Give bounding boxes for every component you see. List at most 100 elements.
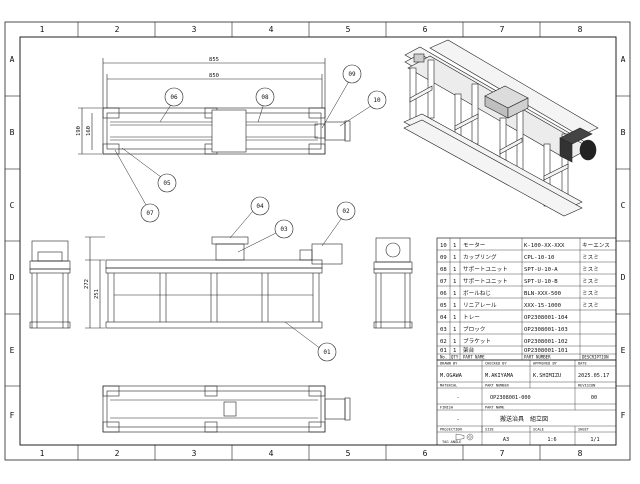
label-date: DATE <box>578 362 587 366</box>
bom-part: XXX-15-1000 <box>524 303 561 309</box>
zone-col-label: 8 <box>578 25 583 34</box>
bom-header: No. QTY PART NAME PART NUMBER DESCRIPTIO… <box>440 355 609 360</box>
bom-no: 03 <box>440 327 447 333</box>
balloon-label: 10 <box>373 97 381 104</box>
label-drawn-by: DRAWN BY <box>440 362 458 366</box>
bom-no: 06 <box>440 291 447 297</box>
label-approved-by: APPROVED BY <box>533 362 558 366</box>
balloon-label: 09 <box>348 71 356 78</box>
bom-qty: 1 <box>453 315 456 321</box>
zone-row-label: C <box>10 201 15 210</box>
label-material: MATERIAL <box>440 384 457 388</box>
bom-name: サポートユニット <box>463 265 508 273</box>
bom-row: 05 1 リニアレール XXX-15-1000 ミスミ <box>440 302 599 309</box>
bom-qty: 1 <box>453 279 456 285</box>
dim-depth-inner: 160 <box>86 126 92 136</box>
label-size: SIZE <box>485 428 494 432</box>
bom-no: 02 <box>440 339 447 345</box>
bom-name: リニアレール <box>463 302 497 309</box>
bom-row: 10 1 モーター K-100-XX-XXX キーエンス <box>440 241 610 249</box>
bom-qty: 1 <box>453 327 456 333</box>
part-number-value: OP2308001-000 <box>490 395 531 401</box>
bom-maker: ミスミ <box>582 290 599 297</box>
bom-row: 04 1 トレー OP2308001-104 <box>440 315 568 321</box>
zone-row-label: E <box>621 346 626 355</box>
dim-height-overall: 272 <box>84 279 90 289</box>
balloon-07: 07 <box>140 203 160 223</box>
bom-name: トレー <box>463 315 480 321</box>
bom-row: 01 1 架台 OP2308001-101 <box>440 346 568 354</box>
balloon-label: 08 <box>261 94 269 101</box>
bom-row: 06 1 ボールねじ BLN-XXX-500 ミスミ <box>440 289 599 297</box>
revision-value: 00 <box>591 395 597 401</box>
balloon-05: 05 <box>157 173 177 193</box>
label-checked-by: CHECKED BY <box>485 362 507 366</box>
zone-row-label: F <box>10 411 15 420</box>
bom-part: OP2308001-102 <box>524 339 568 345</box>
bom-part: CPL-10-10 <box>524 255 554 261</box>
projection-symbol <box>455 433 474 441</box>
bom-part: OP2308001-104 <box>524 315 568 321</box>
bom-header-no: No. <box>440 355 447 360</box>
label-part-name: PART NAME <box>485 406 504 410</box>
balloon-label: 07 <box>146 210 154 217</box>
bom-row: 07 1 サポートユニット SPT-U-10-B ミスミ <box>440 277 599 285</box>
dim-inner-length: 850 <box>209 73 219 79</box>
zone-col-label: 3 <box>192 25 197 34</box>
isometric-view <box>403 39 599 217</box>
part-name-value: 搬送治具 組立図 <box>500 415 548 423</box>
bom-header-qty: QTY <box>451 355 459 360</box>
bom-name: ボールねじ <box>463 289 491 297</box>
bom-part: BLN-XXX-500 <box>524 291 561 297</box>
label-sheet: SHEET <box>578 428 590 432</box>
zone-row-label: F <box>621 411 626 420</box>
zone-row-label: A <box>621 55 626 64</box>
zone-row-label: A <box>10 55 15 64</box>
bom-part: SPT-U-10-A <box>524 267 558 273</box>
bom-row: 08 1 サポートユニット SPT-U-10-A ミスミ <box>440 265 599 273</box>
zone-col-label: 7 <box>500 25 505 34</box>
label-projection: PROJECTION <box>440 428 462 432</box>
outer-border <box>4 21 631 461</box>
label-part-number: PART NUMBER <box>485 384 510 388</box>
bom-header-maker: DESCRIPTION <box>582 355 609 360</box>
bom-maker: ミスミ <box>582 266 599 273</box>
zone-col-label: 8 <box>578 449 583 458</box>
zone-col-label: 5 <box>346 25 351 34</box>
zone-col-label: 2 <box>115 449 120 458</box>
bom-name: 架台 <box>463 346 475 354</box>
zone-row-label: B <box>621 128 626 137</box>
bom-part: K-100-XX-XXX <box>524 243 565 249</box>
bom-qty: 1 <box>453 339 456 345</box>
bom-qty: 1 <box>453 291 456 297</box>
bom-name: モーター <box>463 241 486 249</box>
left-side-view <box>29 240 71 329</box>
front-view <box>85 236 343 329</box>
bom-qty: 1 <box>453 303 456 309</box>
top-view <box>78 58 351 155</box>
zone-col-label: 5 <box>346 449 351 458</box>
bom-name: サポートユニット <box>463 277 508 285</box>
balloon-label: 05 <box>163 180 171 187</box>
bom-name: カップリング <box>463 253 497 261</box>
zone-col-label: 1 <box>40 449 45 458</box>
balloon-label: 06 <box>170 94 178 101</box>
drawn-by: M.OGAWA <box>440 373 463 379</box>
bom-row: 03 1 ブロック OP2308001-103 <box>440 325 568 333</box>
drawing-date: 2025.05.17 <box>578 373 609 379</box>
approved-by: K.SHIMIZU <box>533 373 561 379</box>
balloon-01: 01 <box>317 342 337 362</box>
zone-row-label: B <box>10 128 15 137</box>
balloon-label: 04 <box>256 203 264 210</box>
bom-maker: ミスミ <box>582 254 599 261</box>
zone-labels: 1 2 3 4 5 6 7 8 1 2 3 4 5 6 7 8 A B C D … <box>10 25 626 458</box>
checked-by: M.AKIYAMA <box>485 373 514 379</box>
bom-maker: キーエンス <box>582 242 610 249</box>
bom-part: SPT-U-10-B <box>524 279 558 285</box>
balloon-10: 10 <box>367 90 387 110</box>
front-view-dimensions: 272 251 <box>84 279 100 299</box>
balloon-label: 02 <box>342 208 350 215</box>
balloons: 06 08 09 10 05 07 04 03 <box>140 64 387 362</box>
bom-rows: 10 1 モーター K-100-XX-XXX キーエンス 09 1 カップリング… <box>440 241 610 360</box>
